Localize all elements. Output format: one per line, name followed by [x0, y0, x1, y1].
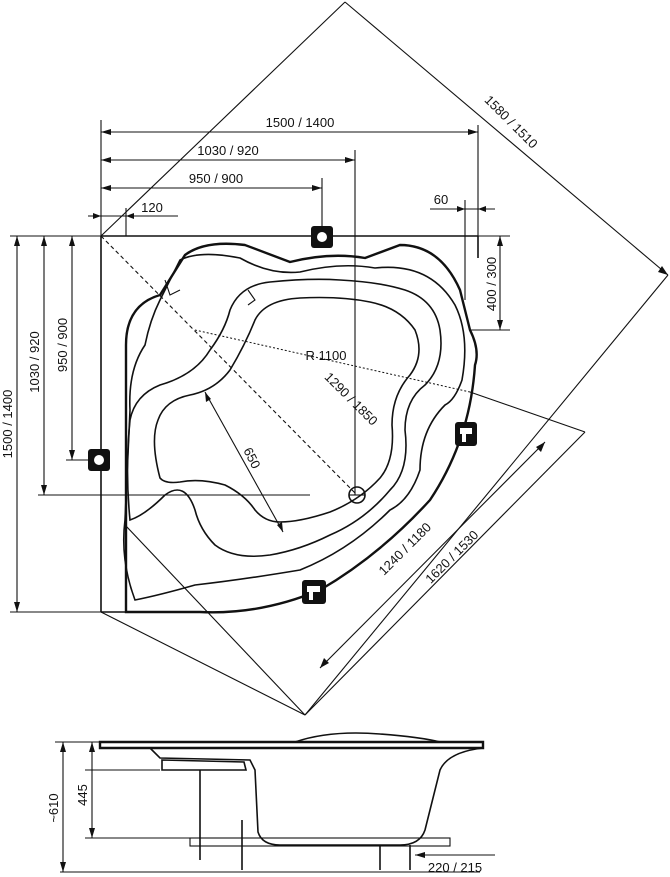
faucet-icon-right — [455, 422, 477, 446]
faucet-icon-bottom — [302, 580, 326, 604]
dim-height-total: 1500 / 1400 — [0, 390, 15, 459]
dim-height-tap: 950 / 900 — [55, 318, 70, 372]
dim-width-tap: 950 / 900 — [189, 171, 243, 186]
tub-outer-rim — [124, 242, 478, 614]
radius-line — [194, 329, 471, 393]
dim-width-drain: 1030 / 920 — [197, 143, 258, 158]
diagonal-dimensions: 1580 / 1510 1240 / 1180 1620 / 1530 R 11… — [100, 1, 669, 716]
side-view: ~610 445 220 / 215 — [46, 732, 495, 875]
corner-mark-top — [247, 289, 256, 306]
dim-inner-depth: 650 — [240, 445, 263, 471]
dim-offset-edge: 120 — [141, 200, 163, 215]
tub-seat-contour — [126, 278, 442, 558]
left-dimensions: 1500 / 1400 1030 / 920 950 / 900 — [0, 235, 310, 613]
side-body — [149, 747, 484, 846]
centre-diagonal — [100, 235, 358, 496]
valve-icon-top — [311, 226, 333, 248]
tub-rim-contour — [122, 253, 466, 601]
side-rim — [98, 740, 485, 750]
dim-side-inner: 445 — [75, 784, 90, 806]
dim-diagonal-inner: 1290 / 1850 — [322, 369, 381, 428]
dim-side-total: ~610 — [46, 793, 61, 822]
corner-mark-left — [164, 279, 181, 296]
tub-inner-basin — [153, 296, 420, 523]
dim-offset-right: 60 — [434, 192, 448, 207]
side-dimensions: ~610 445 220 / 215 — [46, 741, 495, 875]
frame-bar — [189, 837, 451, 847]
dim-height-right: 400 / 300 — [484, 257, 499, 311]
dim-side-foot: 220 / 215 — [428, 860, 482, 875]
valve-icon-left — [88, 449, 110, 471]
side-seat — [161, 759, 248, 771]
dim-height-drain: 1030 / 920 — [27, 331, 42, 392]
dim-radius: R 1100 — [306, 348, 347, 363]
right-dimensions: 400 / 300 — [470, 235, 510, 331]
plan-view — [88, 226, 479, 614]
side-head-rest — [294, 732, 441, 743]
top-dimensions: 1500 / 1400 1030 / 920 950 / 900 120 60 — [88, 115, 495, 495]
dim-width-total: 1500 / 1400 — [266, 115, 335, 130]
